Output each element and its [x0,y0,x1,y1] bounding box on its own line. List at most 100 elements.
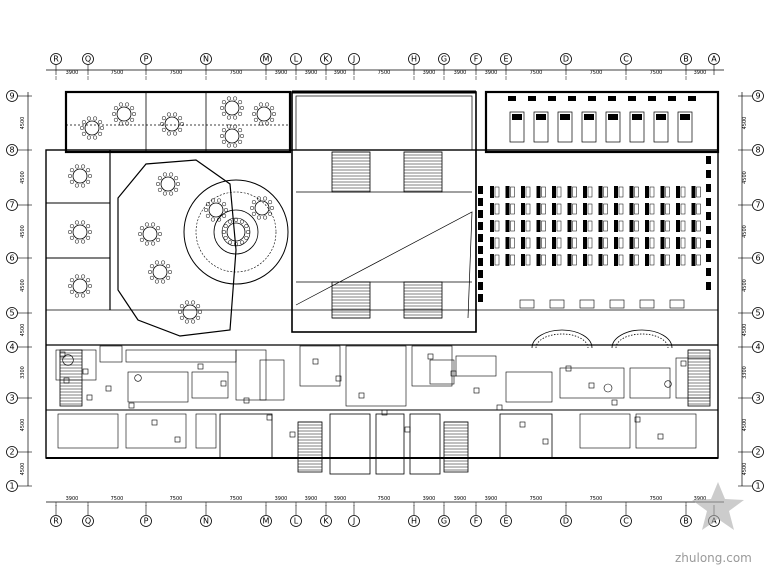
round-table [219,124,245,148]
axis-bubble-m: M [260,53,272,75]
axis-label: P [144,55,149,64]
axis-label: 6 [9,254,14,263]
axis-label: 6 [755,254,760,263]
dimension-label: 3900 [454,70,467,76]
axis-label: 1 [755,482,760,491]
axis-bubble-7: 7 [738,199,764,211]
dimension-label: 4500 [742,225,748,238]
dimension-label: 4500 [20,171,26,184]
round-table [155,172,181,196]
dimension-label: 7500 [230,70,243,76]
axis-bubble-9: 9 [6,90,32,102]
dimension-label: 3900 [66,70,79,76]
axis-label: 7 [755,201,760,210]
axis-label: B [683,55,689,64]
axis-label: G [441,517,447,526]
axis-bubble-q: Q [82,505,94,527]
dimension-label: 7500 [111,496,124,502]
round-table [249,196,275,220]
dimension-label: 4500 [742,463,748,476]
axis-bubble-e: E [500,505,512,527]
round-table [67,164,93,188]
round-table [137,222,163,246]
axis-bubble-3: 3 [738,392,764,404]
dimension-label: 3900 [423,496,436,502]
axis-label: A [711,55,717,64]
atrium [295,95,473,319]
axis-bubble-f: F [470,53,482,75]
round-table [111,102,137,126]
private-dining-rooms [66,92,290,152]
axis-bubble-e: E [500,53,512,75]
dimension-label: 3900 [454,496,467,502]
dimension-label: 7500 [530,70,543,76]
axis-label: 9 [755,92,760,101]
round-table [79,116,105,140]
axis-bubble-4: 4 [738,341,764,353]
banquet-circle [117,159,289,337]
dimension-label: 3900 [305,496,318,502]
axis-bubble-1: 1 [738,480,764,492]
dimension-label: 4500 [742,279,748,292]
round-table [159,112,185,136]
atrium-stairs [331,151,443,319]
axis-bubble-m: M [260,505,272,527]
dimension-label: 4500 [20,419,26,432]
axis-bubble-8: 8 [6,144,32,156]
axis-label: 2 [755,448,760,457]
axis-label: D [563,517,569,526]
axis-bubble-1: 1 [6,480,32,492]
dimension-label: 7500 [650,496,663,502]
dimension-label: 3300 [20,366,26,379]
axis-label: E [503,517,508,526]
axis-label: F [474,55,479,64]
axis-bubble-g: G [438,505,450,527]
axis-bubble-h: H [408,505,420,527]
dimension-label: 4500 [742,419,748,432]
axis-bubble-r: R [50,53,62,75]
dimension-lines [27,69,743,503]
dimension-label: 3900 [485,70,498,76]
axis-bubble-6: 6 [738,252,764,264]
dimension-label: 7500 [170,70,183,76]
axis-bubble-k: K [320,53,332,75]
axis-bubble-f: F [470,505,482,527]
dimension-label: 4500 [20,117,26,130]
axis-label: H [411,517,417,526]
dimension-label: 7500 [530,496,543,502]
axis-bubble-4: 4 [6,341,32,353]
dimension-label: 3900 [423,70,436,76]
axis-label: 5 [9,309,14,318]
round-table [219,96,245,120]
dimension-label: 4500 [742,171,748,184]
axis-label: 4 [9,343,14,352]
axis-label: R [53,517,59,526]
round-table [67,220,93,244]
axis-label: 1 [9,482,14,491]
axis-label: N [203,517,209,526]
axis-bubble-8: 8 [738,144,764,156]
zhulong-logo-icon [692,482,744,530]
axis-bubble-n: N [200,505,212,527]
axis-bubble-k: K [320,505,332,527]
axis-label: C [623,55,629,64]
dimension-label: 7500 [378,70,391,76]
round-table [147,260,173,284]
axis-label: 5 [755,309,760,318]
round-table [251,102,277,126]
axis-label: D [563,55,569,64]
axis-bubble-3: 3 [6,392,32,404]
axis-label: 8 [9,146,14,155]
axis-label: J [352,55,355,64]
axis-bubble-c: C [620,53,632,75]
axis-label: R [53,55,59,64]
axis-bubble-r: R [50,505,62,527]
axis-bubble-g: G [438,53,450,75]
round-table [177,300,203,324]
dimension-label: 4500 [742,324,748,337]
axis-bubble-2: 2 [738,446,764,458]
